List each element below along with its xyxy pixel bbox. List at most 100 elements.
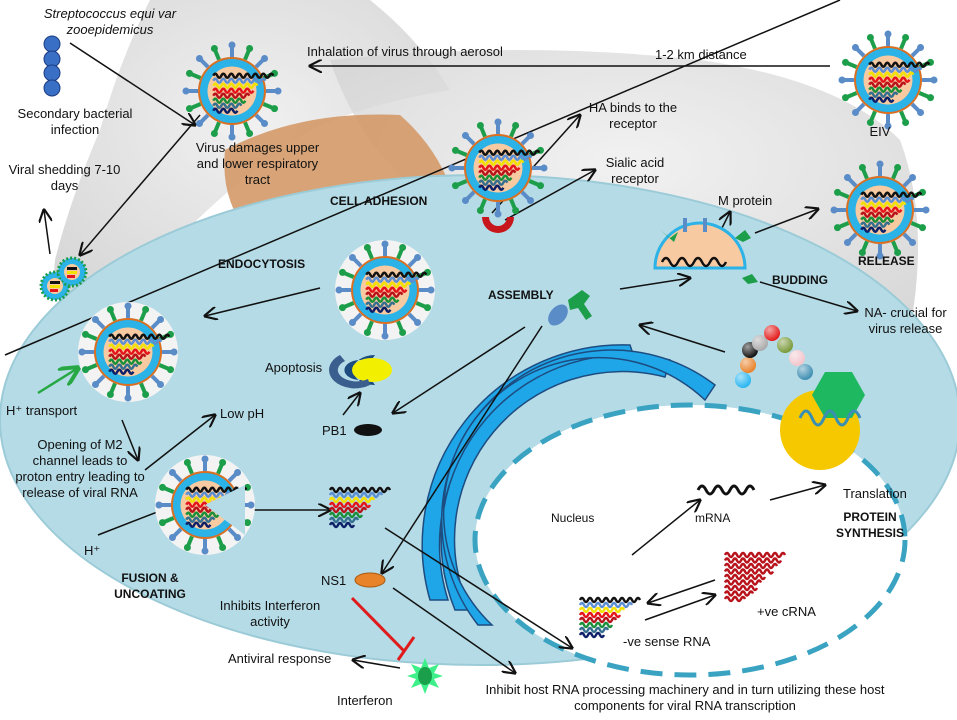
virus-rna-segment	[860, 216, 895, 223]
virus-rna-segment	[868, 71, 915, 78]
arrow-assembly-to-bud	[619, 278, 690, 290]
arrow-na-crucial	[759, 281, 857, 311]
cytoplasm-rna-segment	[328, 501, 372, 509]
arrow-shedding-down	[80, 114, 201, 255]
arrow-low-ph	[144, 415, 215, 471]
crna-strand	[723, 562, 779, 570]
virus-rna-segment	[868, 61, 931, 68]
viral-shedding-label: Viral shedding 7-10 days	[8, 162, 121, 193]
shed-virus-icons	[39, 256, 88, 302]
virus-rna-segment	[365, 271, 428, 278]
virus-damages-label: Virus damages upper and lower respirator…	[195, 140, 320, 187]
pb1-label: PB1	[322, 423, 347, 438]
translation-label: Translation	[843, 486, 907, 501]
virus-rna-segment	[478, 149, 541, 156]
virus-rna-segment	[212, 77, 267, 84]
virus-rna-segment	[185, 516, 216, 523]
viral-rna-segments-cytoplasm	[328, 486, 392, 529]
mrna-label: mRNA	[695, 511, 731, 525]
nuclear-rna-segment	[578, 621, 614, 629]
virus-endosome	[78, 302, 178, 402]
cytoplasm-rna-segment	[328, 511, 364, 519]
arrow-h-transport	[37, 368, 78, 395]
virus-rna-segment	[478, 154, 533, 161]
crna-strand	[723, 584, 759, 592]
virus-rna-segment	[108, 358, 143, 365]
h-plus-label: H⁺	[84, 543, 101, 558]
cytoplasm-rna-segment	[328, 521, 356, 529]
nuclear-rna-segment	[578, 616, 618, 624]
cytoplasm-rna-segment	[328, 496, 376, 504]
virus-rna-segment	[868, 66, 923, 73]
virus-rna-segment	[212, 107, 239, 114]
sialic-acid-label: Sialic acid receptor	[605, 155, 665, 186]
virus-rna-segment	[212, 92, 251, 99]
virus-uncoating	[155, 455, 255, 555]
cell-adhesion-label: CELL ADHESION	[330, 194, 428, 208]
pos-crna-segments	[723, 551, 787, 603]
arrow-crna-to-rna	[648, 579, 716, 603]
arrow-ribosome-to-assembly	[640, 325, 726, 353]
sialic-acid-receptor-icon	[482, 217, 514, 233]
virus-rna-segment	[860, 211, 899, 218]
release-label: RELEASE	[858, 254, 915, 268]
virus-rna-segment	[868, 86, 903, 93]
crna-strand	[723, 568, 775, 575]
arrow-to-m2	[121, 419, 138, 460]
cytoplasm-rna-segment	[328, 506, 368, 514]
virus-rna-segment	[212, 72, 275, 79]
arrow-endocytosis	[205, 287, 321, 316]
virus-rna-segment	[365, 291, 404, 298]
arrows	[37, 42, 857, 673]
m2-channel-label: Opening of M2 channel leads to proton en…	[15, 437, 145, 500]
virus-released	[830, 160, 930, 260]
arrow-rna-to-crna	[644, 595, 715, 621]
protein-synthesis-label: PROTEIN SYNTHESIS	[835, 510, 904, 540]
arrow-ns1-to-host	[392, 587, 515, 673]
virus-rna-segment	[212, 97, 247, 104]
cytoplasm-rna-segment	[328, 491, 384, 499]
inhibits-interferon-label: Inhibits Interferon activity	[219, 598, 321, 629]
virus-rna-segment	[185, 511, 220, 518]
virus-rna-segment	[108, 348, 151, 355]
endocytosis-label: ENDOCYTOSIS	[218, 257, 306, 271]
virus-eiv	[838, 30, 938, 130]
bacteria-name-line2: zooepidemicus	[66, 22, 154, 37]
distance-label: 1-2 km distance	[655, 47, 747, 62]
nucleus-label: Nucleus	[551, 511, 595, 525]
virus-rna-segment	[185, 521, 212, 528]
interferon-star-icon	[407, 658, 443, 694]
virus-rna-segment	[108, 338, 163, 345]
arrow-release	[754, 209, 818, 234]
virus-rna-segment	[365, 286, 408, 293]
m-protein-label: M protein	[718, 193, 773, 208]
secondary-infection-label: Secondary bacterial infection	[17, 106, 133, 137]
bacteria-chain-icon	[43, 35, 61, 97]
nuclear-rna-segment	[578, 611, 622, 619]
virus-respiratory-tract	[182, 41, 282, 141]
neg-sense-rna-label: -ve sense RNA	[623, 634, 711, 649]
virus-rna-segment	[365, 276, 420, 283]
nuclear-rna-segment	[578, 596, 642, 604]
assembly-label: ASSEMBLY	[488, 288, 554, 302]
virus-rna-segment	[478, 184, 505, 191]
arrow-assembly-to-ns1	[382, 325, 543, 573]
virus-rna-segment	[860, 206, 903, 213]
nuclear-rna-segment	[578, 626, 610, 634]
crna-strand	[723, 557, 783, 564]
virus-cell-adhesion	[448, 118, 548, 218]
crna-strand	[723, 595, 747, 603]
virus-rna-segment	[478, 174, 513, 181]
virus-rna-segment	[860, 196, 915, 203]
arrow-pb1-apoptosis	[342, 393, 360, 416]
fusion-uncoating-label: FUSION & UNCOATING	[114, 571, 186, 601]
virus-rna-segment	[108, 333, 171, 340]
budding-label: BUDDING	[772, 273, 828, 287]
antiviral-response-label: Antiviral response	[228, 651, 332, 666]
inhalation-label: Inhalation of virus through aerosol	[307, 44, 503, 59]
mrna-strand-icon	[696, 484, 756, 496]
ns1-label: NS1	[321, 573, 347, 588]
virus-rna-segment	[212, 82, 259, 89]
budding-virion	[653, 218, 758, 284]
